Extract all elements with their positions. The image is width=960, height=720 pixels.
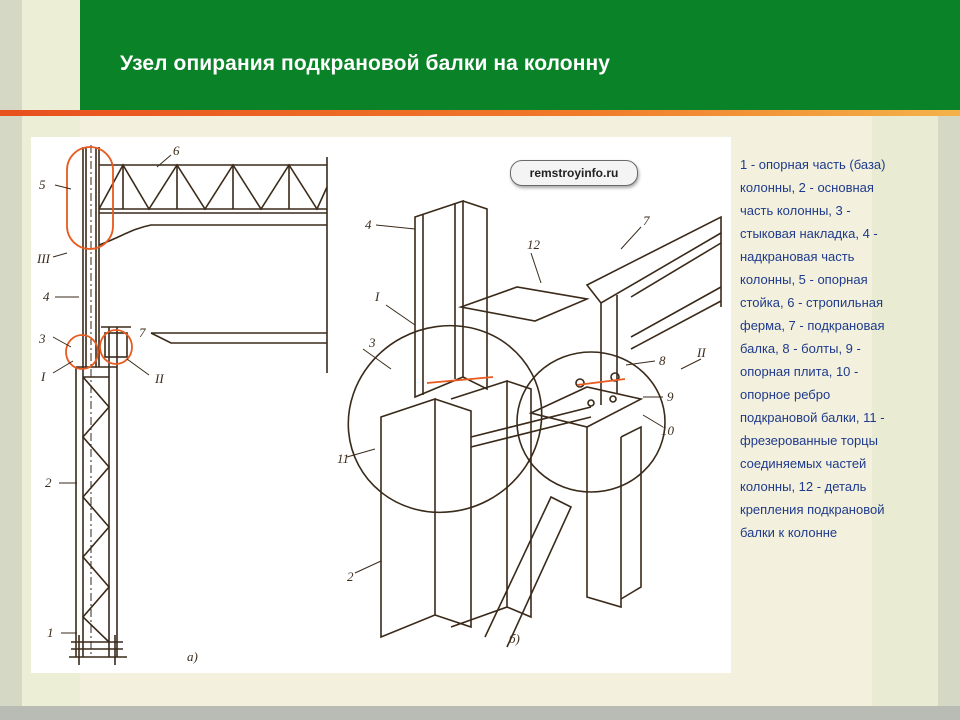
label-a-1: 1 bbox=[47, 625, 54, 640]
left-stripe bbox=[0, 0, 22, 720]
label-a-4: 4 bbox=[43, 289, 50, 304]
label-b-10: 10 bbox=[661, 423, 675, 438]
label-b-2: 2 bbox=[347, 569, 354, 584]
label-a-3-roman: III bbox=[36, 251, 51, 266]
panel-b-label: б) bbox=[509, 631, 520, 646]
header-bar bbox=[80, 0, 960, 110]
label-b-1-roman: I bbox=[374, 289, 380, 304]
accent-bar bbox=[0, 110, 960, 116]
label-a-2-roman: II bbox=[154, 371, 164, 386]
bottom-band bbox=[0, 706, 960, 720]
label-a-7: 7 bbox=[139, 325, 146, 340]
label-b-2-roman: II bbox=[696, 345, 706, 360]
legend-caption: 1 - опорная часть (база) колонны, 2 - ос… bbox=[740, 157, 886, 540]
label-b-3: 3 bbox=[368, 335, 376, 350]
label-b-7: 7 bbox=[643, 213, 650, 228]
label-b-9: 9 bbox=[667, 389, 674, 404]
drawing-svg: 5 III 4 3 I 2 1 II 7 6 а) 4 I 3 11 2 12 … bbox=[36, 143, 722, 665]
technical-drawing: 5 III 4 3 I 2 1 II 7 6 а) 4 I 3 11 2 12 … bbox=[31, 137, 731, 673]
label-a-6: 6 bbox=[173, 143, 180, 158]
label-a-3: 3 bbox=[38, 331, 46, 346]
right-stripe bbox=[938, 0, 960, 720]
slide-title: Узел опирания подкрановой балки на колон… bbox=[120, 52, 611, 75]
right-stripe-inner bbox=[872, 0, 938, 720]
label-b-12: 12 bbox=[527, 237, 541, 252]
label-b-11: 11 bbox=[337, 451, 349, 466]
panel-a-label: а) bbox=[187, 649, 198, 664]
label-a-1-roman: I bbox=[40, 369, 46, 384]
label-a-5: 5 bbox=[39, 177, 46, 192]
watermark-badge: remstroyinfo.ru bbox=[510, 160, 638, 186]
label-a-2: 2 bbox=[45, 475, 52, 490]
label-b-8: 8 bbox=[659, 353, 666, 368]
label-b-4: 4 bbox=[365, 217, 372, 232]
